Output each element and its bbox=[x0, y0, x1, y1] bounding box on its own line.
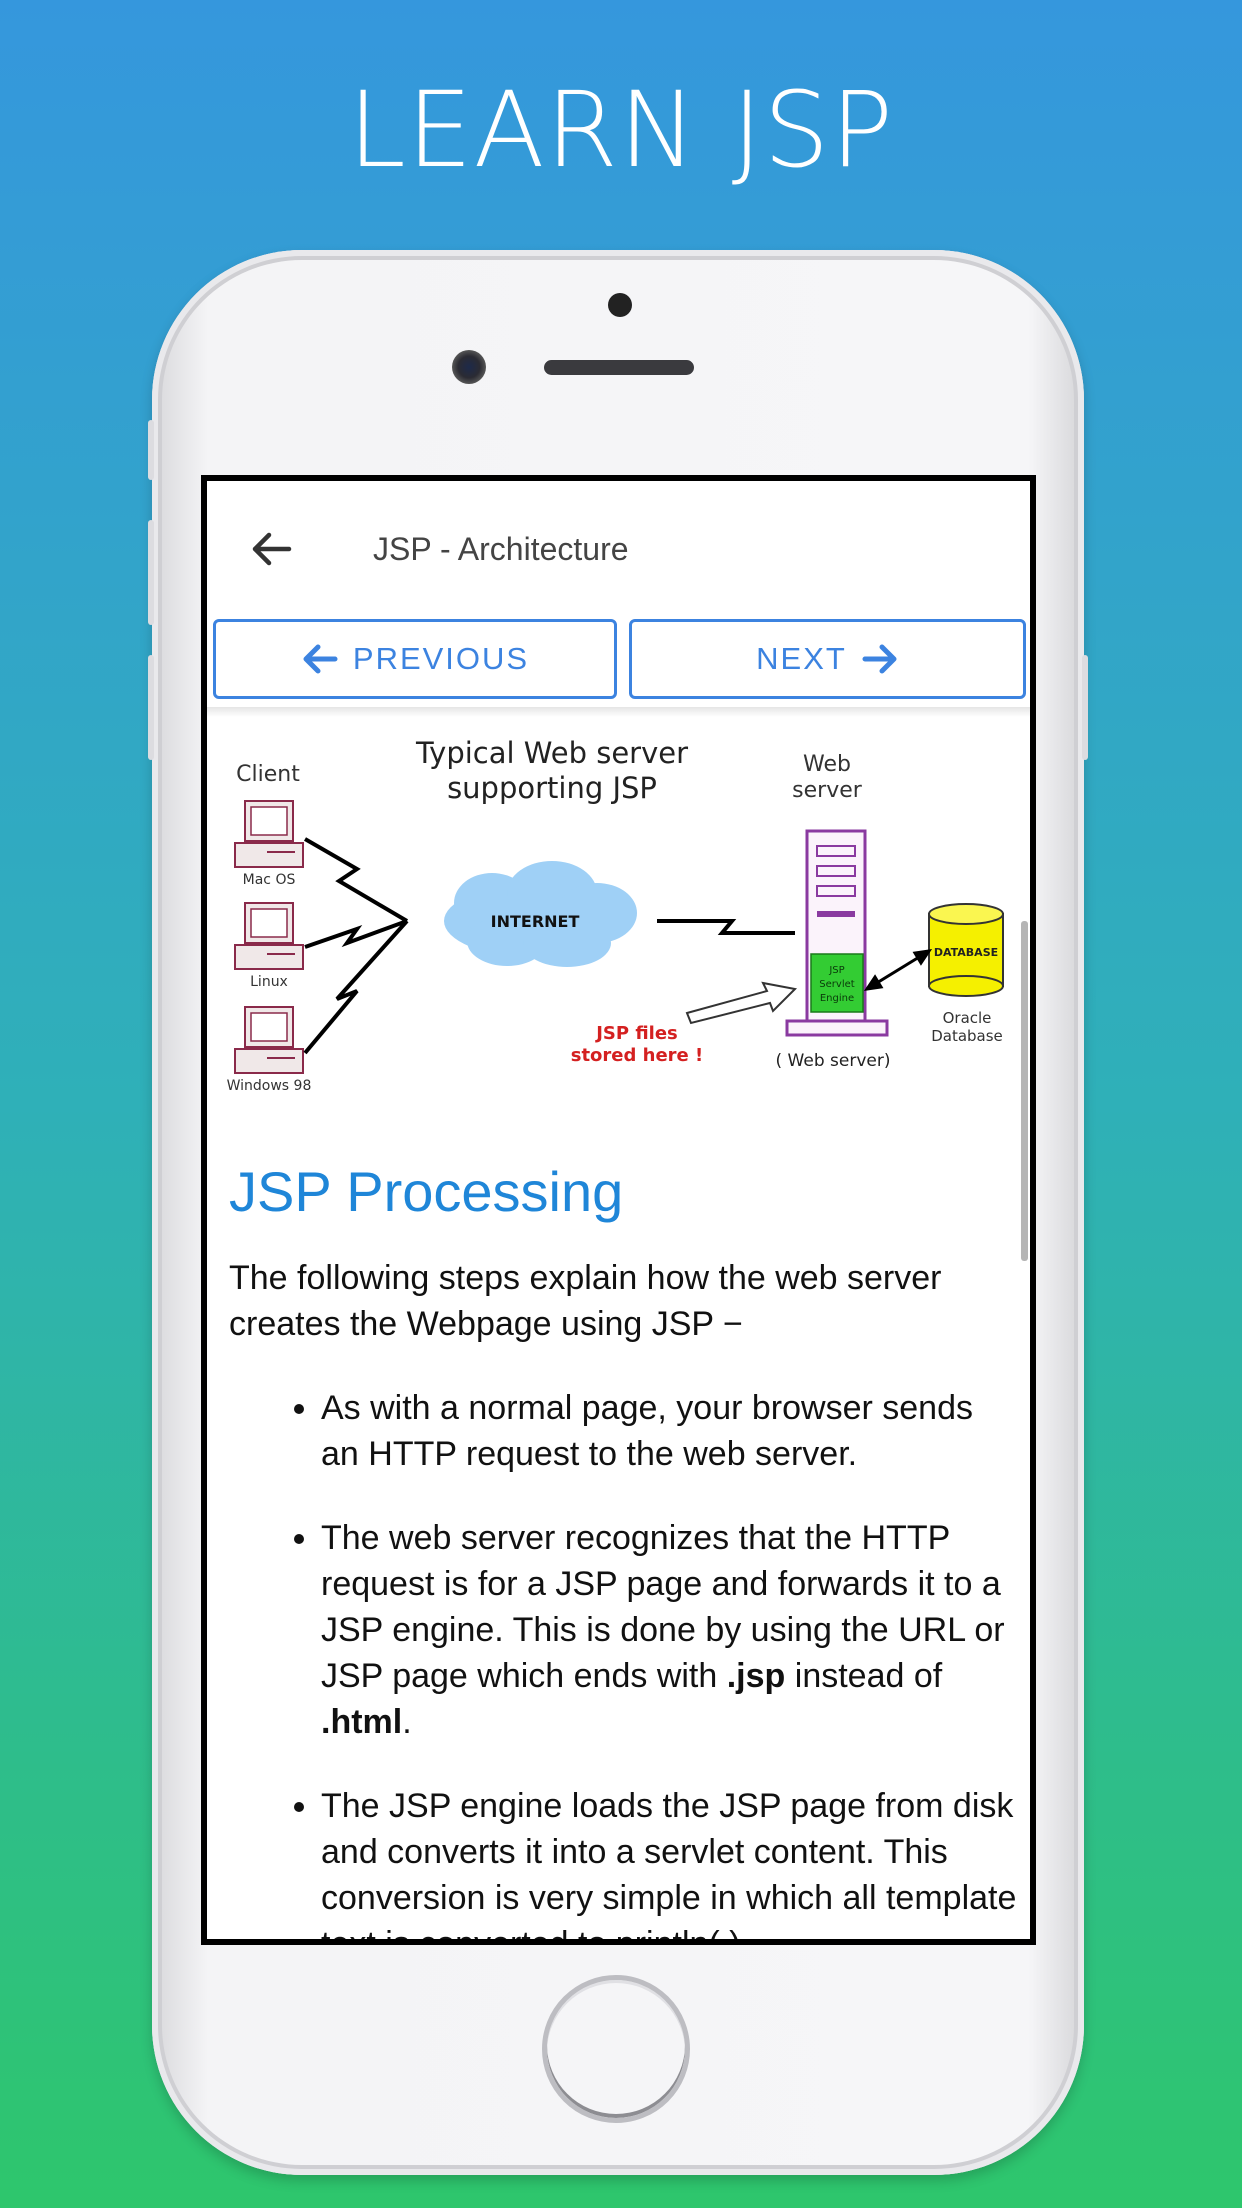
oracle-label-line1: Oracle bbox=[943, 1009, 992, 1027]
client-label: Client bbox=[236, 762, 300, 787]
step-text: As with a normal page, your browser send… bbox=[321, 1389, 973, 1473]
list-item: As with a normal page, your browser send… bbox=[321, 1385, 1019, 1477]
client-name: Windows 98 bbox=[227, 1078, 312, 1094]
back-arrow-icon[interactable] bbox=[249, 527, 293, 571]
phone-screen: JSP - Architecture PREVIOUS NEXT Typical… bbox=[201, 475, 1036, 1945]
engine-label: JSP bbox=[828, 965, 844, 976]
navigation-row: PREVIOUS NEXT bbox=[213, 619, 1026, 703]
promo-title: LEARN JSP bbox=[347, 69, 895, 191]
diagram-title-line2: supporting JSP bbox=[447, 771, 657, 805]
step-text: instead of bbox=[785, 1657, 943, 1695]
web-server-label-line2: server bbox=[792, 778, 863, 803]
volume-down-button bbox=[148, 655, 154, 760]
nav-shadow bbox=[207, 707, 1030, 717]
db-connection-arrow bbox=[863, 949, 933, 991]
section-heading: JSP Processing bbox=[229, 1160, 624, 1223]
previous-button[interactable]: PREVIOUS bbox=[213, 619, 617, 699]
web-server-label-line1: Web bbox=[803, 752, 851, 777]
earpiece-speaker bbox=[544, 360, 694, 375]
internet-cloud-icon bbox=[444, 861, 637, 967]
page-title: JSP - Architecture bbox=[373, 531, 629, 567]
web-server-caption: ( Web server) bbox=[776, 1051, 891, 1071]
list-item: The JSP engine loads the JSP page from d… bbox=[321, 1783, 1019, 1939]
step-text: . bbox=[402, 1703, 412, 1741]
lightning-link-icons bbox=[303, 837, 795, 1055]
article-content: JSP Processing The following steps expla… bbox=[229, 1157, 1019, 1939]
power-button bbox=[1082, 655, 1088, 760]
next-button[interactable]: NEXT bbox=[629, 619, 1026, 699]
step-emphasis: .html bbox=[321, 1703, 403, 1741]
architecture-diagram: Typical Web server supporting JSP Client… bbox=[227, 736, 1004, 1094]
step-emphasis: .jsp bbox=[726, 1657, 786, 1695]
mac-computer-icon bbox=[234, 800, 304, 868]
proximity-sensor bbox=[608, 293, 632, 317]
jsp-engine-box bbox=[810, 953, 864, 1013]
engine-label: Servlet bbox=[819, 979, 854, 990]
step-text: The JSP engine loads the JSP page from d… bbox=[321, 1787, 1017, 1939]
arrow-right-icon bbox=[862, 644, 897, 674]
internet-label: INTERNET bbox=[491, 912, 580, 931]
app-screen: JSP - Architecture PREVIOUS NEXT Typical… bbox=[207, 481, 1030, 1939]
next-label: NEXT bbox=[756, 641, 847, 676]
step-text: The web server recognizes that the HTTP … bbox=[321, 1519, 1005, 1695]
linux-computer-icon bbox=[234, 902, 304, 970]
diagram-title-line1: Typical Web server bbox=[415, 736, 688, 770]
jsp-files-label-line2: stored here ! bbox=[571, 1045, 704, 1066]
scrollbar[interactable] bbox=[1021, 921, 1028, 1261]
list-item: The web server recognizes that the HTTP … bbox=[321, 1515, 1019, 1745]
steps-list: As with a normal page, your browser send… bbox=[229, 1385, 1019, 1939]
app-bar: JSP - Architecture bbox=[207, 481, 1030, 611]
client-name: Linux bbox=[250, 974, 288, 990]
oracle-label-line2: Database bbox=[931, 1027, 1003, 1045]
database-label: DATABASE bbox=[934, 946, 998, 959]
client-name: Mac OS bbox=[243, 872, 296, 888]
previous-label: PREVIOUS bbox=[352, 641, 530, 676]
jsp-files-label-line1: JSP files bbox=[594, 1023, 678, 1044]
front-camera-icon bbox=[452, 350, 486, 384]
mute-switch bbox=[148, 420, 154, 480]
arrow-left-icon bbox=[303, 644, 338, 674]
windows-computer-icon bbox=[234, 1006, 304, 1074]
database-cylinder-icon bbox=[928, 903, 1004, 997]
engine-label: Engine bbox=[820, 993, 854, 1004]
home-button[interactable] bbox=[542, 1975, 690, 2123]
jsp-files-arrow-icon bbox=[685, 981, 798, 1025]
intro-paragraph: The following steps explain how the web … bbox=[229, 1259, 942, 1343]
volume-up-button bbox=[148, 520, 154, 625]
